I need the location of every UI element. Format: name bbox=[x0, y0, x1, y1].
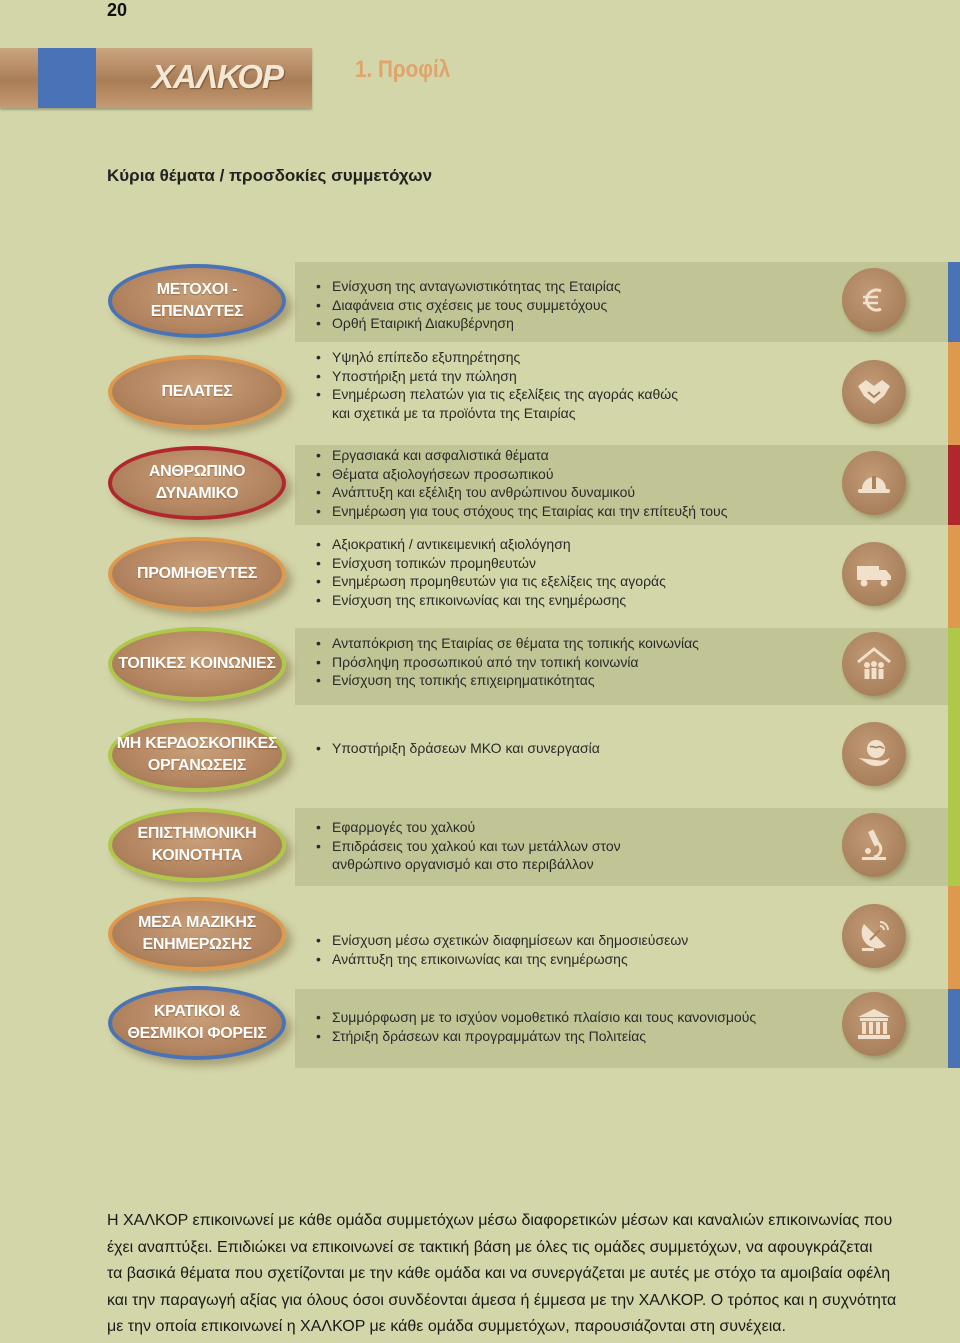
expectation-item: Υψηλό επίπεδο εξυπηρέτησης bbox=[316, 348, 678, 367]
expectation-item: Πρόσληψη προσωπικού από την τοπική κοινω… bbox=[316, 653, 699, 672]
expectation-item: Ενίσχυση της ανταγωνιστικότητας της Εται… bbox=[316, 277, 621, 296]
body-paragraph: Η ΧΑΛΚΟΡ επικοινωνεί με κάθε ομάδα συμμε… bbox=[107, 1208, 960, 1341]
expectations-list: Αξιοκρατική / αντικειμενική αξιολόγησηΕν… bbox=[316, 535, 666, 609]
stakeholder-group-label: ΠΡΟΜΗΘΕΥΤΕΣ bbox=[136, 565, 258, 582]
paragraph-line: έχει αναπτύξει. Επιδιώκει να επικοινωνεί… bbox=[107, 1238, 873, 1256]
stakeholder-group-oval: ΜΗ ΚΕΡΔΟΣΚΟΠΙΚΕΣ ΟΡΓΑΝΩΣΕΙΣ bbox=[108, 718, 286, 792]
expectation-item: Ενημέρωση για τους στόχους της Εταιρίας … bbox=[316, 502, 727, 521]
stakeholder-group-oval: ΑΝΘΡΩΠΙΝΟ ΔΥΝΑΜΙΚΟ bbox=[108, 446, 286, 520]
expectation-item: Ενίσχυση τοπικών προμηθευτών bbox=[316, 554, 666, 573]
expectations-list: Ενίσχυση μέσω σχετικών διαφημίσεων και δ… bbox=[316, 931, 688, 968]
stakeholder-group-label: ΜΕΤΟΧΟΙ - ΕΠΕΝΔΥΤΕΣ bbox=[150, 281, 244, 320]
stakeholder-group-oval: ΠΕΛΑΤΕΣ bbox=[108, 355, 286, 429]
expectations-list: Εφαρμογές του χαλκούΕπιδράσεις του χαλκο… bbox=[316, 818, 621, 874]
paragraph-line: και την παραγωγή αξίας για όλους όσοι συ… bbox=[107, 1291, 897, 1309]
expectations-list: Υποστήριξη δράσεων ΜΚΟ και συνεργασία bbox=[316, 739, 600, 758]
hardhat-icon bbox=[842, 451, 906, 515]
expectations-list: Ανταπόκριση της Εταιρίας σε θέματα της τ… bbox=[316, 634, 699, 690]
row-edge-marker bbox=[948, 628, 960, 705]
expectation-item: Ορθή Εταιρική Διακυβέρνηση bbox=[316, 314, 621, 333]
stakeholder-group-oval: ΕΠΙΣΤΗΜΟΝΙΚΗ ΚΟΙΝΟΤΗΤΑ bbox=[108, 808, 286, 882]
stakeholder-group-oval: ΜΕΤΟΧΟΙ - ΕΠΕΝΔΥΤΕΣ bbox=[108, 264, 286, 338]
expectations-list: Συμμόρφωση με το ισχύον νομοθετικό πλαίσ… bbox=[316, 1008, 756, 1045]
row-edge-marker bbox=[948, 342, 960, 445]
row-edge-marker bbox=[948, 886, 960, 989]
row-edge-marker bbox=[948, 445, 960, 525]
stakeholder-group-label: ΚΡΑΤΙΚΟΙ & ΘΕΣΜΙΚΟΙ ΦΟΡΕΙΣ bbox=[127, 1003, 267, 1042]
expectation-item: Ανταπόκριση της Εταιρίας σε θέματα της τ… bbox=[316, 634, 699, 653]
government-building-icon bbox=[842, 992, 906, 1056]
truck-icon bbox=[842, 542, 906, 606]
community-icon bbox=[842, 632, 906, 696]
stakeholder-group-oval: ΤΟΠΙΚΕΣ ΚΟΙΝΩΝΙΕΣ bbox=[108, 627, 286, 701]
expectation-item: Ανάπτυξη και εξέλιξη του ανθρώπινου δυνα… bbox=[316, 483, 727, 502]
paragraph-line: Η ΧΑΛΚΟΡ επικοινωνεί με κάθε ομάδα συμμε… bbox=[107, 1212, 893, 1229]
row-edge-marker bbox=[948, 262, 960, 342]
expectation-item: Ενημέρωση προμηθευτών για τις εξελίξεις … bbox=[316, 572, 666, 591]
paragraph-line: με την οποία επικοινωνεί η ΧΑΛΚΟΡ με κάθ… bbox=[107, 1318, 786, 1335]
expectation-item: Υποστήριξη μετά την πώληση bbox=[316, 367, 678, 386]
section-title: 1. Προφίλ bbox=[355, 56, 451, 83]
satellite-dish-icon bbox=[842, 904, 906, 968]
expectation-item: Θέματα αξιολογήσεων προσωπικού bbox=[316, 465, 727, 484]
stakeholder-group-label: ΠΕΛΑΤΕΣ bbox=[161, 383, 233, 400]
microscope-icon bbox=[842, 813, 906, 877]
stakeholder-group-oval: ΚΡΑΤΙΚΟΙ & ΘΕΣΜΙΚΟΙ ΦΟΡΕΙΣ bbox=[108, 986, 286, 1060]
stakeholder-group-label: ΜΗ ΚΕΡΔΟΣΚΟΠΙΚΕΣ ΟΡΓΑΝΩΣΕΙΣ bbox=[116, 735, 278, 774]
expectation-item: Υποστήριξη δράσεων ΜΚΟ και συνεργασία bbox=[316, 739, 600, 758]
expectation-item: Εργασιακά και ασφαλιστικά θέματα bbox=[316, 446, 727, 465]
brand-logo: ΧΑΛΚΟΡ bbox=[152, 58, 284, 95]
stakeholder-group-label: ΑΝΘΡΩΠΙΝΟ ΔΥΝΑΜΙΚΟ bbox=[148, 463, 246, 502]
row-edge-marker bbox=[948, 525, 960, 628]
expectation-item: Διαφάνεια στις σχέσεις με τους συμμετόχο… bbox=[316, 296, 621, 315]
stakeholder-group-label: ΜΕΣΑ ΜΑΖΙΚΗΣ ΕΝΗΜΕΡΩΣΗΣ bbox=[138, 914, 256, 953]
page-subtitle: Κύρια θέματα / προσδοκίες συμμετόχων bbox=[107, 166, 433, 185]
expectation-item: Ενίσχυση της επικοινωνίας και της ενημέρ… bbox=[316, 591, 666, 610]
stakeholder-group-oval: ΜΕΣΑ ΜΑΖΙΚΗΣ ΕΝΗΜΕΡΩΣΗΣ bbox=[108, 897, 286, 971]
row-edge-marker bbox=[948, 705, 960, 808]
expectation-item: Ενημέρωση πελατών για τις εξελίξεις της … bbox=[316, 385, 678, 422]
stakeholder-group-label: ΕΠΙΣΤΗΜΟΝΙΚΗ ΚΟΙΝΟΤΗΤΑ bbox=[137, 825, 257, 864]
page-number: 20 bbox=[107, 0, 128, 20]
expectations-list: Εργασιακά και ασφαλιστικά θέματαΘέματα α… bbox=[316, 446, 727, 520]
row-edge-marker bbox=[948, 808, 960, 886]
expectation-item: Αξιοκρατική / αντικειμενική αξιολόγηση bbox=[316, 535, 666, 554]
handshake-icon bbox=[842, 360, 906, 424]
expectations-list: Υψηλό επίπεδο εξυπηρέτησηςΥποστήριξη μετ… bbox=[316, 348, 678, 422]
row-edge-marker bbox=[948, 989, 960, 1068]
header-blue-block bbox=[38, 48, 96, 108]
globe-hands-icon bbox=[842, 722, 906, 786]
stakeholder-group-label: ΤΟΠΙΚΕΣ ΚΟΙΝΩΝΙΕΣ bbox=[118, 655, 276, 672]
expectation-item: Εφαρμογές του χαλκού bbox=[316, 818, 621, 837]
expectation-item: Ενίσχυση μέσω σχετικών διαφημίσεων και δ… bbox=[316, 931, 688, 950]
expectation-item: Ενίσχυση της τοπικής επιχειρηματικότητας bbox=[316, 671, 699, 690]
expectation-item: Συμμόρφωση με το ισχύον νομοθετικό πλαίσ… bbox=[316, 1008, 756, 1027]
stakeholder-group-oval: ΠΡΟΜΗΘΕΥΤΕΣ bbox=[108, 537, 286, 611]
paragraph-line: τα βασικά θέματα που σχετίζονται με την … bbox=[107, 1265, 891, 1282]
expectation-item: Επιδράσεις του χαλκού και των μετάλλων σ… bbox=[316, 837, 621, 874]
expectation-item: Ανάπτυξη της επικοινωνίας και της ενημέρ… bbox=[316, 950, 688, 969]
euro-icon bbox=[842, 268, 906, 332]
expectation-item: Στήριξη δράσεων και προγραμμάτων της Πολ… bbox=[316, 1027, 756, 1046]
expectations-list: Ενίσχυση της ανταγωνιστικότητας της Εται… bbox=[316, 277, 621, 333]
